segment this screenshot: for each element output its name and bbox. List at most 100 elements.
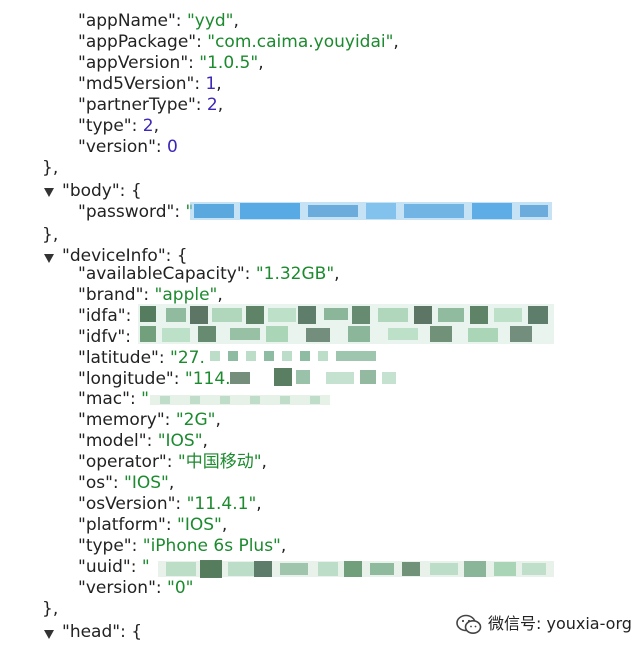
json-comma: , xyxy=(168,473,175,493)
json-separator: : xyxy=(125,326,131,347)
json-value: 2 xyxy=(142,116,154,136)
json-value: "IOS" xyxy=(157,431,203,452)
json-field-line: "type": 2, xyxy=(78,116,159,137)
json-value: " xyxy=(141,389,149,410)
json-comma: , xyxy=(258,53,264,73)
body-object-label: "body": { xyxy=(62,181,142,201)
json-field-line: "version": "0" xyxy=(78,578,194,599)
json-separator: : xyxy=(155,137,168,157)
closing-brace: }, xyxy=(42,599,59,619)
json-value: "1.32GB" xyxy=(255,264,335,284)
json-key: "idfv" xyxy=(78,326,126,347)
wechat-icon xyxy=(456,614,482,634)
head-object-label: "head": { xyxy=(62,622,143,642)
json-comma: , xyxy=(217,284,223,305)
json-separator: : xyxy=(143,284,155,305)
json-value: " xyxy=(141,556,150,577)
json-comma: , xyxy=(153,116,159,136)
json-key: "appVersion" xyxy=(78,53,189,73)
json-key: "type" xyxy=(78,116,132,136)
closing-brace: }, xyxy=(42,225,59,245)
json-comma: , xyxy=(261,452,267,473)
json-key: "version" xyxy=(78,577,156,598)
json-separator: : xyxy=(166,452,178,473)
json-field-line: "password": " xyxy=(78,202,193,223)
json-value: " xyxy=(185,202,194,222)
watermark-text: 微信号: youxia-org xyxy=(488,614,632,633)
closing-brace: }, xyxy=(42,158,59,178)
json-field-line: "brand": "apple", xyxy=(78,285,223,306)
json-value: 1 xyxy=(205,74,217,94)
json-field-line: "platform": "IOS", xyxy=(78,515,227,536)
json-value: "com.caima.youyidai" xyxy=(207,32,394,52)
json-field-line: "partnerType": 2, xyxy=(78,95,223,116)
collapse-triangle-icon[interactable] xyxy=(44,630,54,639)
json-key: "type" xyxy=(78,535,132,556)
longitude-redaction xyxy=(230,368,396,386)
json-field-line: "type": "iPhone 6s Plus", xyxy=(78,536,286,557)
json-separator: : xyxy=(175,493,187,514)
json-field-line: "version": 0 xyxy=(78,137,178,158)
json-separator: : xyxy=(188,53,200,73)
json-comma: , xyxy=(216,74,222,94)
json-field-line: "longitude": "114. xyxy=(78,369,231,390)
json-value: 0 xyxy=(167,137,178,157)
json-field-line: "operator": "中国移动", xyxy=(78,452,267,473)
collapse-triangle-icon[interactable] xyxy=(44,188,54,197)
idfa-idfv-redaction xyxy=(138,304,554,344)
json-value: "中国移动" xyxy=(177,452,262,473)
json-value: 2 xyxy=(206,95,218,115)
json-value: "yyd" xyxy=(186,11,234,31)
json-value: "2G" xyxy=(175,410,216,431)
json-separator: : xyxy=(131,535,143,556)
json-field-line: "appName": "yyd", xyxy=(78,11,239,32)
json-separator: : xyxy=(175,11,187,31)
json-separator: : xyxy=(195,95,207,115)
json-separator: : xyxy=(173,368,185,389)
json-comma: , xyxy=(217,95,224,115)
json-separator: : xyxy=(244,264,256,284)
json-key: "memory" xyxy=(78,410,165,431)
json-key: "latitude" xyxy=(78,347,159,368)
json-separator: : xyxy=(158,347,170,368)
json-value: "0" xyxy=(167,577,194,598)
json-separator: : xyxy=(165,514,178,535)
json-key: "longitude" xyxy=(78,368,174,389)
json-value: "iPhone 6s Plus" xyxy=(142,535,281,556)
json-key: "uuid" xyxy=(78,556,131,577)
json-separator: : xyxy=(146,431,158,452)
json-separator: : xyxy=(130,556,142,577)
json-comma: , xyxy=(334,264,340,284)
json-comma: , xyxy=(202,431,208,452)
deviceinfo-object-label: "deviceInfo": { xyxy=(62,246,188,266)
json-field-line: "os": "IOS", xyxy=(78,473,174,494)
json-value: "apple" xyxy=(154,284,218,305)
json-field-line: "appVersion": "1.0.5", xyxy=(78,53,264,74)
json-key: "appName" xyxy=(78,11,176,31)
json-separator: : xyxy=(125,305,132,326)
json-separator: : xyxy=(194,74,206,94)
json-value: "114. xyxy=(184,368,231,389)
json-key: "password" xyxy=(78,202,175,222)
json-value: "11.4.1" xyxy=(186,493,257,514)
json-comma: , xyxy=(221,514,228,535)
json-separator: : xyxy=(112,473,125,493)
json-field-line: "idfv": xyxy=(78,327,131,348)
json-key: "model" xyxy=(78,431,147,452)
latitude-redaction xyxy=(210,351,376,361)
json-value: "27. xyxy=(170,347,205,368)
json-separator: : xyxy=(164,410,176,431)
json-comma: , xyxy=(256,493,262,514)
json-field-line: "latitude": "27. xyxy=(78,348,205,369)
json-key: "os" xyxy=(78,473,113,493)
json-comma: , xyxy=(233,11,239,31)
json-key: "availableCapacity" xyxy=(78,264,245,284)
json-separator: : xyxy=(196,32,208,52)
json-value: "IOS" xyxy=(177,514,222,535)
mac-redaction xyxy=(150,395,330,405)
json-value: "IOS" xyxy=(124,473,169,493)
json-value: "1.0.5" xyxy=(199,53,259,73)
json-key: "platform" xyxy=(78,514,166,535)
json-key: "idfa" xyxy=(78,305,126,326)
collapse-triangle-icon[interactable] xyxy=(44,254,54,263)
